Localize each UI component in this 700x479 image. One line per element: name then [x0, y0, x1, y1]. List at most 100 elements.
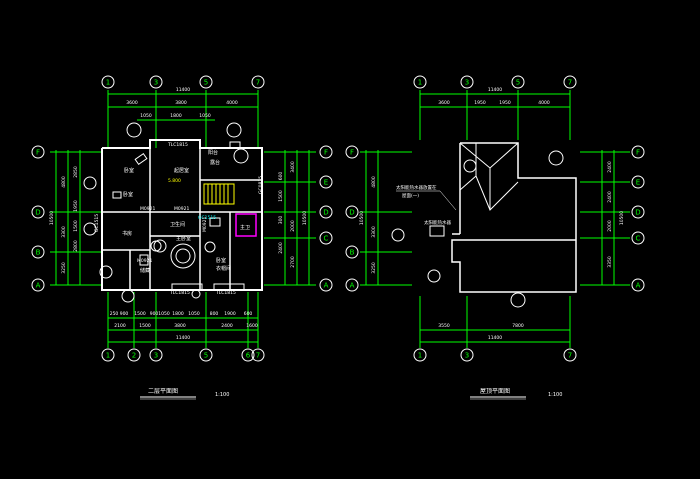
- left-walls: [101, 139, 263, 291]
- axis-bubble-label: E: [324, 179, 328, 187]
- dimension-text: 4800: [61, 176, 67, 188]
- dimension-text: 1950: [499, 100, 511, 106]
- drawing-title: 屋顶平面图: [480, 388, 510, 395]
- room-label: 储藏: [140, 267, 150, 274]
- window-code: M0921: [174, 206, 189, 212]
- axis-bubble-circle: [319, 205, 333, 219]
- axis-bubble-3: 3: [460, 75, 474, 89]
- note-text: 太阳能热水器放置在: [396, 184, 437, 191]
- washbasin: [209, 217, 221, 227]
- axis-bubble-7: 7: [251, 348, 265, 362]
- window-code: GC1515: [94, 214, 100, 232]
- dimension-text: 4000: [538, 100, 550, 106]
- plant-symbol: [126, 122, 142, 138]
- dimension-text: 900: [150, 311, 159, 317]
- axis-bubble-B: B: [31, 245, 45, 259]
- axis-bubble-label: 5: [204, 352, 208, 360]
- axis-bubble-F: F: [31, 145, 45, 159]
- dimension-text: 800: [210, 311, 219, 317]
- room-label: 衣帽间: [216, 265, 231, 272]
- solar-heater: [429, 225, 445, 237]
- dimension-text: 11400: [488, 335, 502, 341]
- axis-bubble-circle: [345, 245, 359, 259]
- round-table: [170, 243, 196, 269]
- room-label: 主卫: [240, 224, 250, 231]
- axis-bubble-label: 1: [106, 352, 110, 360]
- plant-symbol: [191, 289, 201, 299]
- axis-bubble-circle: [251, 75, 265, 89]
- dimension-text: 3800: [175, 100, 187, 106]
- axis-bubble-3: 3: [149, 75, 163, 89]
- axis-bubble-1: 1: [101, 348, 115, 362]
- dimension-text: 11400: [176, 87, 190, 93]
- room-label: 起居室: [174, 167, 189, 174]
- cabinet: [139, 254, 149, 266]
- axis-bubble-circle: [460, 75, 474, 89]
- note-text: 屋面(一): [402, 193, 419, 199]
- axis-bubble-D: D: [345, 205, 359, 219]
- window-sill: [171, 283, 203, 291]
- axis-bubble-label: B: [36, 249, 41, 257]
- left-room-labels: 卧室 5.800 起居室 阳台 书房 卫生间 主卧室 卧室 主卫 储藏 衣帽间 …: [122, 149, 250, 274]
- room-label: 卧室: [123, 191, 133, 198]
- left-window-codes: TLC1815 TLC1815 TLC1815 M0921 M0921 M092…: [94, 142, 264, 296]
- dimension-text: 1050: [199, 113, 211, 119]
- axis-bubble-B: B: [345, 245, 359, 259]
- axis-bubble-circle: [631, 231, 645, 245]
- dimension-text: 11400: [488, 87, 502, 93]
- axis-bubble-label: D: [35, 209, 40, 217]
- axis-bubble-circle: [149, 348, 163, 362]
- dimension-text: 1800: [172, 311, 184, 317]
- axis-bubble-circle: [31, 205, 45, 219]
- axis-bubble-label: D: [323, 209, 328, 217]
- left-title-block: 二层平面图 1:100: [140, 388, 229, 400]
- dimension-text: 2400: [607, 191, 613, 203]
- axis-bubble-D: D: [31, 205, 45, 219]
- room-label: 阳台: [208, 149, 218, 156]
- dimension-text: 3800: [174, 323, 186, 329]
- dimension-text: 2400: [221, 323, 233, 329]
- dimension-text: 4000: [226, 100, 238, 106]
- axis-bubble-circle: [460, 348, 474, 362]
- axis-bubble-circle: [319, 175, 333, 189]
- drawing-scale: 1:100: [548, 392, 562, 398]
- dimension-text: 1500: [278, 190, 284, 202]
- axis-bubble-F: F: [319, 145, 333, 159]
- axis-bubble-circle: [563, 348, 577, 362]
- dimension-text: 900: [120, 311, 129, 317]
- axis-bubble-label: A: [350, 282, 355, 290]
- drawing-title: 二层平面图: [148, 388, 178, 395]
- dimension-text: 300: [278, 216, 284, 225]
- axis-bubble-circle: [413, 75, 427, 89]
- axis-bubble-E: E: [631, 175, 645, 189]
- drain-symbol: [510, 292, 526, 308]
- right-title-block: 屋顶平面图 1:100: [470, 388, 562, 400]
- axis-bubble-5: 5: [511, 75, 525, 89]
- axis-bubble-circle: [31, 245, 45, 259]
- drain-symbol: [548, 150, 564, 166]
- axis-bubble-label: D: [635, 209, 640, 217]
- dimension-text: 1050: [140, 113, 152, 119]
- dimension-text: 3250: [371, 262, 377, 274]
- dimension-text: 2000: [607, 220, 613, 232]
- axis-bubble-circle: [101, 75, 115, 89]
- dimension-text: 2700: [290, 256, 296, 268]
- drawing-scale: 1:100: [215, 392, 229, 398]
- axis-bubble-2: 2: [127, 348, 141, 362]
- plant-symbol: [150, 240, 162, 252]
- furniture: [112, 141, 245, 291]
- round-table-inner: [175, 248, 191, 264]
- axis-bubble-3: 3: [460, 348, 474, 362]
- dimension-text: 2000: [290, 220, 296, 232]
- axis-bubble-circle: [319, 145, 333, 159]
- drain-symbol: [427, 269, 441, 283]
- dimension-text: 3600: [126, 100, 138, 106]
- axis-bubble-label: 5: [204, 79, 208, 87]
- leader-line: [439, 190, 457, 211]
- roof-hip: [459, 143, 477, 191]
- axis-bubble-1: 1: [101, 75, 115, 89]
